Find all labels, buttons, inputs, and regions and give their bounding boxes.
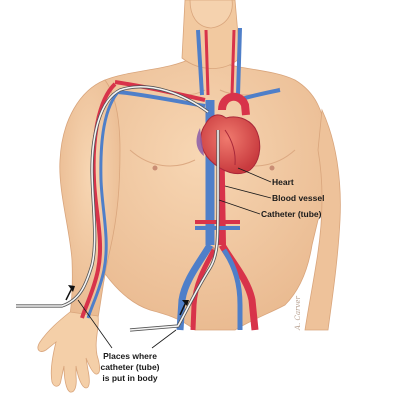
leader-lines	[77, 167, 272, 349]
catheter-tube	[16, 85, 220, 332]
leader-places	[77, 299, 113, 349]
label-places-line1: Places where	[103, 351, 157, 361]
leader-heart	[237, 167, 272, 183]
nipple-left	[152, 165, 158, 171]
carotid-vessel	[196, 29, 204, 96]
jugular-vessel	[236, 27, 242, 96]
arm-right	[304, 108, 341, 331]
leader-places	[151, 329, 177, 349]
insertion-arrow-icon	[179, 300, 189, 316]
leader-vessel	[224, 185, 272, 199]
iliac-vessel	[176, 243, 214, 331]
aorta	[218, 92, 250, 116]
heart-detail	[224, 129, 236, 166]
iliac-vessel	[190, 248, 217, 331]
carotid-vessel	[204, 29, 210, 96]
jugular-vessel	[230, 29, 236, 96]
chin	[189, 0, 233, 29]
catheter-groin-route	[129, 130, 219, 331]
pectoral-left	[129, 149, 196, 167]
heart	[196, 114, 261, 175]
artist-signature: A. Carver	[294, 296, 302, 331]
label-blood-vessel: Blood vessel	[272, 193, 324, 203]
insertion-arrow-icon	[65, 285, 75, 301]
heart-shape	[200, 114, 261, 175]
leader-catheter	[218, 199, 261, 215]
iliac-vessel	[221, 248, 243, 330]
label-places-line2: catheter (tube)	[100, 362, 159, 372]
label-heart: Heart	[272, 177, 294, 187]
catheter-arm-route	[16, 86, 209, 307]
nipple-right	[269, 165, 275, 171]
arm	[59, 79, 121, 319]
arm-vessel	[86, 88, 122, 319]
hand	[37, 311, 101, 393]
heart-chamber	[196, 128, 204, 156]
label-catheter: Catheter (tube)	[261, 209, 322, 219]
label-places-line3: is put in body	[102, 373, 158, 383]
